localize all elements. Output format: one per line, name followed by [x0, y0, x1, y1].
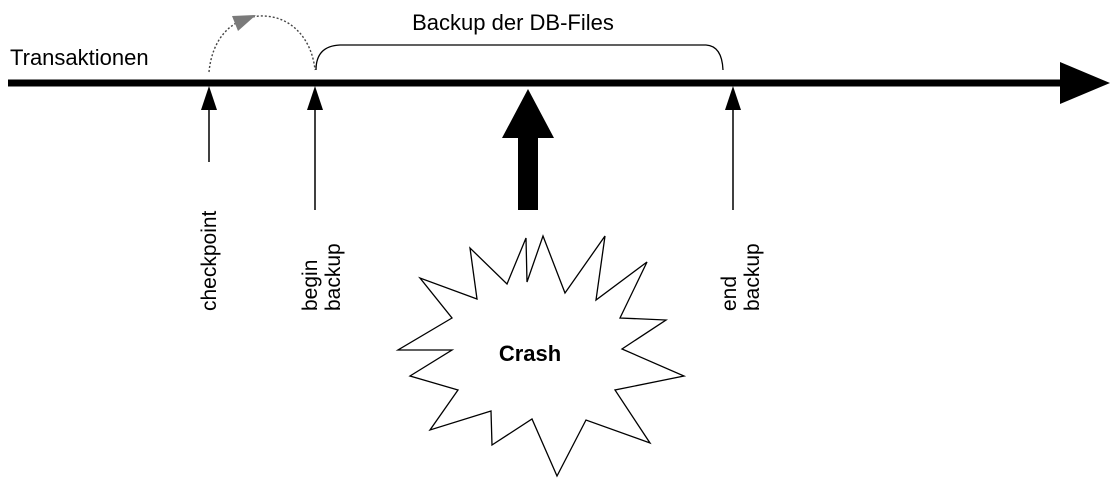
begin-backup-arrowhead — [307, 86, 323, 110]
begin-backup-label-line1: begin — [299, 260, 322, 311]
end-backup-label-line1: end — [718, 276, 741, 311]
timeline-label: Transaktionen — [10, 45, 149, 70]
crash-label: Crash — [499, 341, 561, 366]
backup-span-label: Backup der DB-Files — [412, 10, 614, 35]
checkpoint-to-begin-curve — [208, 15, 316, 73]
curve-arrowhead — [232, 15, 256, 31]
checkpoint-arrowhead — [201, 86, 217, 110]
crash-arrow — [502, 89, 554, 210]
checkpoint-label: checkpoint — [198, 210, 221, 311]
end-backup-arrowhead — [725, 86, 741, 110]
end-backup-label-line2: backup — [741, 243, 764, 311]
backup-span-brace — [315, 44, 724, 71]
timeline-arrowhead — [1060, 62, 1110, 104]
begin-backup-label-line2: backup — [322, 243, 345, 311]
crash-starburst — [395, 234, 687, 478]
